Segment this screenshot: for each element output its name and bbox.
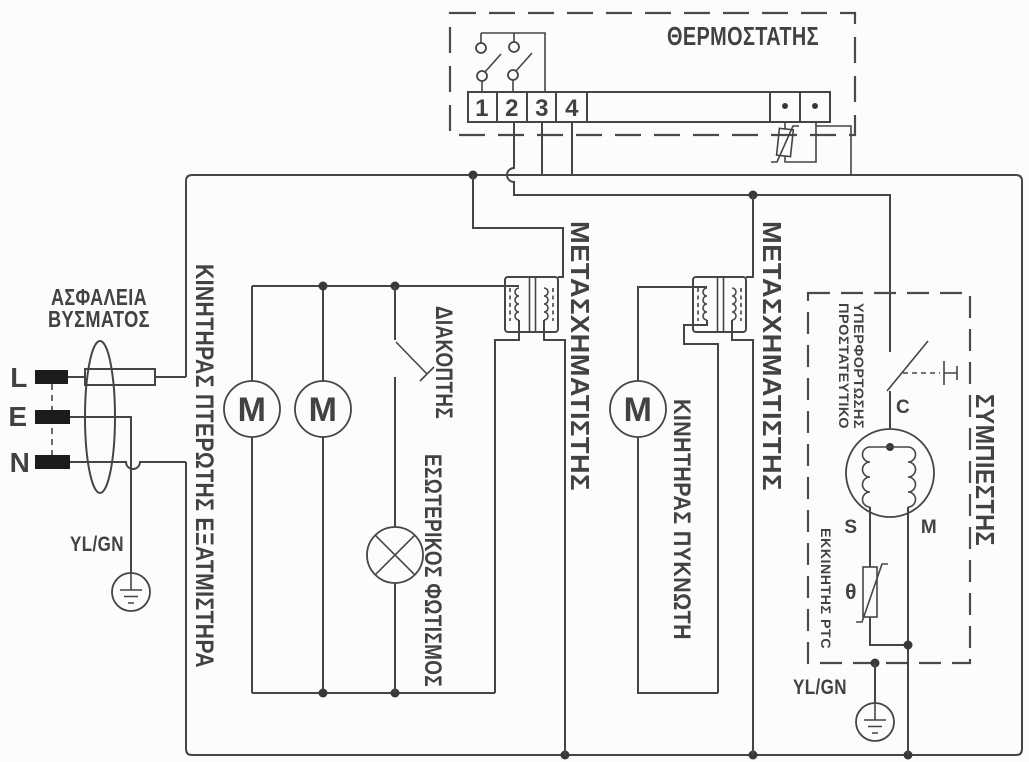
- earth-color-label: YL/GN: [70, 533, 124, 556]
- transformer1-secondary-return: [494, 320, 520, 693]
- terminal-strip-dividers: [496, 92, 801, 122]
- condenser-motor-return: [637, 437, 718, 694]
- fan-motor-2-icon: M: [294, 380, 352, 438]
- transformer2-feed-wire: [746, 195, 754, 278]
- theta-label: θ: [845, 581, 857, 604]
- switched-live-wire: [506, 122, 891, 352]
- svg-text:M: M: [238, 391, 267, 429]
- neutral-wire: [70, 461, 186, 470]
- terminal-c-label: C: [896, 397, 910, 418]
- plug-label-line2: ΒΥΣΜΑΤΟΣ: [48, 306, 150, 332]
- condenser-motor-label: ΚΙΝΗΤΗΡΑΣ ΠΥΚΝΩΤΗ: [668, 399, 695, 640]
- pin-l-label: L: [10, 362, 28, 393]
- compressor-label: ΣΥΜΠΙΕΣΤΗΣ: [970, 394, 1000, 546]
- fan-circuit-wires: [251, 285, 519, 694]
- transformer2-primary-return: [731, 320, 754, 755]
- compressor-motor-icon: [845, 428, 935, 518]
- svg-text:M: M: [309, 391, 338, 429]
- earth-color-label: YL/GN: [793, 676, 847, 699]
- outer-loop-wire: [185, 174, 1023, 756]
- junction-dot: [903, 640, 913, 650]
- overload-label-line2: ΥΠΕΡΦΟΡΤΩΣΗΣ: [851, 303, 867, 429]
- pin-e-label: E: [8, 401, 27, 432]
- transformer1-feed-wire: [472, 175, 564, 278]
- terminal-m-label: M: [921, 517, 937, 538]
- terminal-strip: [467, 91, 831, 123]
- pin-e-terminal: [35, 410, 70, 424]
- transformer1-primary-return: [543, 320, 566, 755]
- sensor-terminal-dot: [782, 103, 788, 109]
- thermostat-title: ΘΕΡΜΟΣΤΑΤΗΣ: [667, 21, 819, 51]
- door-switch-icon: [394, 286, 435, 527]
- light-label: ΕΣΩΤΕΡΙΚΟΣ ΦΩΤΙΣΜΟΣ: [419, 454, 446, 687]
- svg-text:M: M: [624, 391, 653, 429]
- earth-wire: [70, 416, 132, 573]
- earth-icon: [855, 658, 895, 742]
- thermostat-sensor-icon: [771, 122, 852, 175]
- condenser-motor-icon: M: [609, 380, 667, 438]
- transformer1-label: ΜΕΤΑΣΧΗΜΑΤΙΣΤΗΣ: [565, 221, 595, 491]
- switch-label: ΔΙΑΚΟΠΤΗΣ: [430, 306, 457, 419]
- terminal-s-label: S: [844, 517, 857, 538]
- fan-motor-label: ΚΙΝΗΤΗΡΑΣ ΠΤΕΡΩΤΗΣ ΕΞΑΤΜΙΣΤΗΡΑ: [190, 264, 218, 668]
- thermostat-boundary: [448, 11, 857, 137]
- overload-label-line1: ΠΡΟΣΤΑΤΕΥΤΙΚΟ: [836, 303, 852, 429]
- pin-n-label: N: [10, 447, 31, 478]
- transformer2-secondary-return: [683, 320, 719, 693]
- terminal-2-number: 2: [505, 95, 519, 122]
- thermostat-group: ΘΕΡΜΟΣΤΑΤΗΣ 1 2 3 4: [448, 11, 857, 175]
- terminal-1-number: 1: [475, 95, 489, 122]
- ptc-starter-icon: [856, 507, 908, 646]
- junction-dot: [318, 688, 328, 698]
- plug-fuse-group: ΑΣΦΑΛΕΙΑ ΒΥΣΜΑΤΟΣ L E N YL/GN: [8, 284, 186, 612]
- plug-label-line1: ΑΣΦΑΛΕΙΑ: [51, 284, 147, 310]
- transformer2-label: ΜΕΤΑΣΧΗΜΑΤΙΣΤΗΣ: [757, 221, 787, 491]
- fuse-symbol: [84, 368, 156, 386]
- lamp-icon: [366, 526, 424, 693]
- evaporator-fan-group: ΚΙΝΗΤΗΡΑΣ ΠΤΕΡΩΤΗΣ ΕΞΑΤΜΙΣΤΗΡΑ M M ΔΙΑΚΟ…: [190, 264, 519, 698]
- junction-dot: [318, 281, 328, 291]
- ptc-label: ΕΚΚΙΝΗΤΗΣ PTC: [818, 528, 834, 649]
- transformer-left-group: ΜΕΤΑΣΧΗΜΑΤΙΣΤΗΣ: [472, 175, 595, 755]
- transformer-icon: [692, 276, 747, 333]
- sensor-terminal-dot: [812, 103, 818, 109]
- transformer-icon: [504, 276, 559, 333]
- contact-arm: [484, 53, 502, 73]
- contact-arm: [515, 52, 533, 72]
- earth-icon: [111, 572, 151, 612]
- compressor-group: ΣΥΜΠΙΕΣΤΗΣ ΠΡΟΣΤΑΤΕΥΤΙΚΟ ΥΠΕΡΦΟΡΤΩΣΗΣ C …: [793, 291, 1000, 755]
- compressor-boundary: [806, 291, 972, 665]
- transformer2-secondary-top: [637, 286, 707, 381]
- pin-l-terminal: [35, 370, 68, 384]
- terminal-3-number: 3: [535, 95, 549, 122]
- thermostat-output-wires: [506, 122, 891, 352]
- fan-motor-1-icon: M: [223, 380, 281, 438]
- transformer-right-group: ΜΕΤΑΣΧΗΜΑΤΙΣΤΗΣ M ΚΙΝΗΤΗΡΑΣ ΠΥΚΝΩΤΗ: [609, 195, 787, 755]
- terminal-4-number: 4: [565, 95, 579, 122]
- pin-n-terminal: [35, 455, 70, 469]
- thermostat-contacts: [475, 32, 546, 92]
